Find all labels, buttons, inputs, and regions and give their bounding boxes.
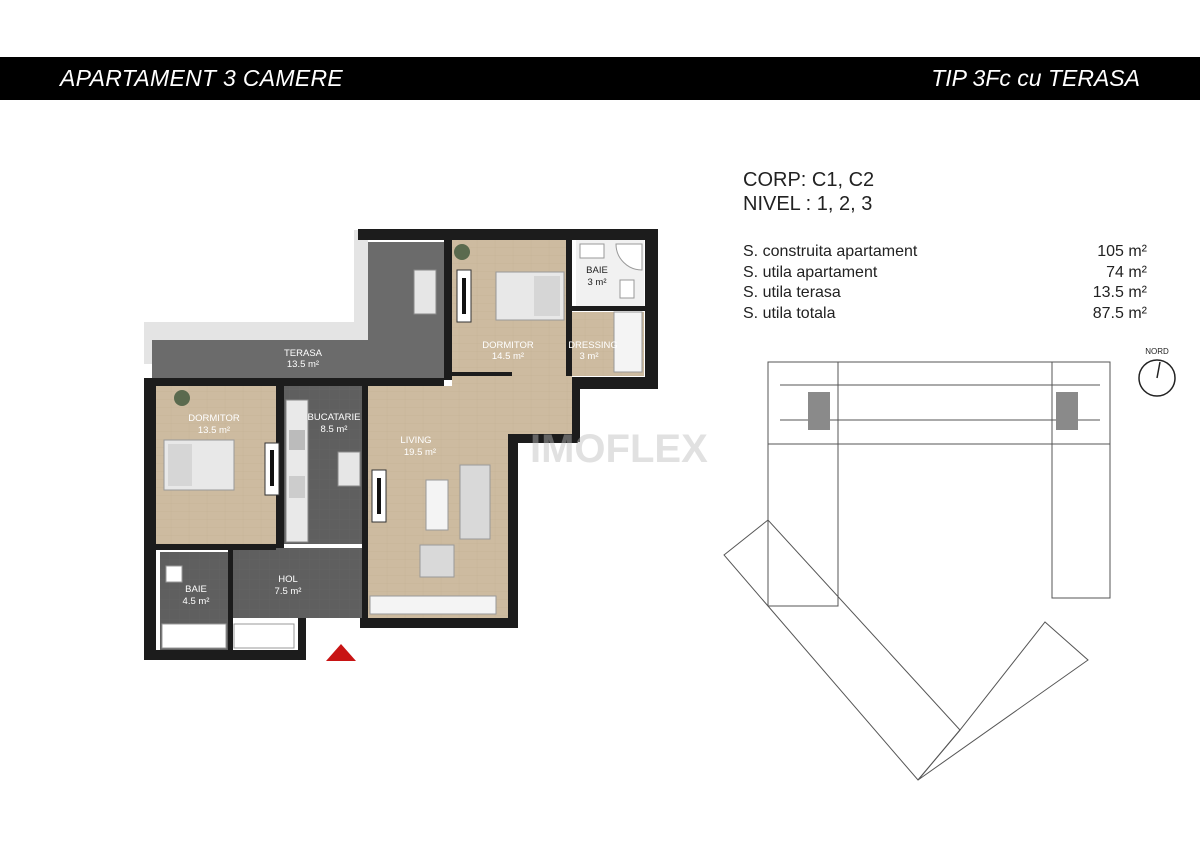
entrance-marker [326, 644, 356, 661]
exterior-walls [144, 229, 658, 660]
spec-label: S. utila apartament [743, 263, 878, 281]
apartment-variant-title: TIP 3Fc cu TERASA [931, 65, 1140, 91]
room-area-terrace: 13.5 m² [287, 359, 319, 370]
interior-walls [156, 240, 646, 650]
room-area-bedroom-top: 14.5 m² [492, 351, 524, 362]
room-name-living: LIVING [400, 435, 431, 446]
spec-value: 13.5 m² [1092, 284, 1147, 301]
bathroom-fixtures [161, 243, 643, 649]
spec-value: 74 m² [1106, 263, 1147, 281]
bed-top [495, 271, 565, 321]
terrace-side-strip [354, 230, 368, 330]
room-labels: TERASA 13.5 m² DORMITOR 14.5 m² BAIE 3 m… [183, 265, 618, 607]
compass-label: NORD [1145, 347, 1169, 356]
living-floor-ext [452, 372, 572, 434]
plant-icons [174, 244, 470, 406]
kitchen-counter [285, 399, 361, 543]
room-area-bathroom-bottom: 4.5 m² [183, 596, 210, 607]
room-area-dressing: 3 m² [580, 351, 599, 362]
wardrobe-icons [264, 269, 472, 523]
spec-label: S. utila totala [743, 304, 836, 322]
terrace-floor [152, 340, 452, 378]
room-name-terrace: TERASA [284, 348, 323, 359]
room-name-hallway: HOL [278, 574, 298, 585]
site-plan [723, 361, 1111, 781]
room-name-kitchen: BUCATARIE [308, 412, 361, 423]
apartment-type-title: APARTAMENT 3 CAMERE [60, 65, 344, 91]
spec-row: S. construita apartament 105 m² [743, 242, 1147, 263]
compass: NORD [1138, 347, 1176, 397]
bed-left [163, 439, 235, 491]
room-name-bathroom-top: BAIE [586, 265, 608, 276]
title-bar: APARTAMENT 3 CAMERE TIP 3Fc cu TERASA [0, 57, 1200, 100]
room-area-bathroom-top: 3 m² [588, 277, 607, 288]
nivel-label: NIVEL : 1, 2, 3 [743, 193, 873, 215]
spec-row: S. utila totala 87.5 m² [743, 304, 1147, 325]
terrace-floor-upper [368, 242, 450, 342]
spec-label: S. construita apartament [743, 243, 918, 260]
terrace-table [413, 269, 437, 315]
room-area-kitchen: 8.5 m² [321, 424, 348, 435]
spec-value: 87.5 m² [1092, 304, 1147, 322]
spec-label: S. utila terasa [743, 284, 841, 301]
room-name-bedroom-top: DORMITOR [482, 340, 534, 351]
room-area-bedroom-left: 13.5 m² [198, 425, 230, 436]
dressing-shelf [613, 311, 643, 373]
spec-row: S. utila terasa 13.5 m² [743, 283, 1147, 304]
area-specs: S. construita apartament 105 m² S. utila… [743, 242, 1147, 324]
spec-row: S. utila apartament 74 m² [743, 263, 1147, 284]
room-area-hallway: 7.5 m² [275, 586, 302, 597]
building-info: CORP: C1, C2 NIVEL : 1, 2, 3 [743, 168, 1163, 216]
room-name-dressing: DRESSING [568, 340, 618, 351]
room-name-bedroom-left: DORMITOR [188, 413, 240, 424]
room-area-living: 19.5 m² [404, 447, 436, 458]
spec-value: 105 m² [1097, 243, 1147, 260]
watermark-logo: IMOFLEX [530, 427, 708, 471]
corp-label: CORP: C1, C2 [743, 169, 875, 191]
room-name-bathroom-bottom: BAIE [185, 584, 207, 595]
living-furniture [369, 464, 497, 615]
hallway-floor [232, 548, 362, 618]
